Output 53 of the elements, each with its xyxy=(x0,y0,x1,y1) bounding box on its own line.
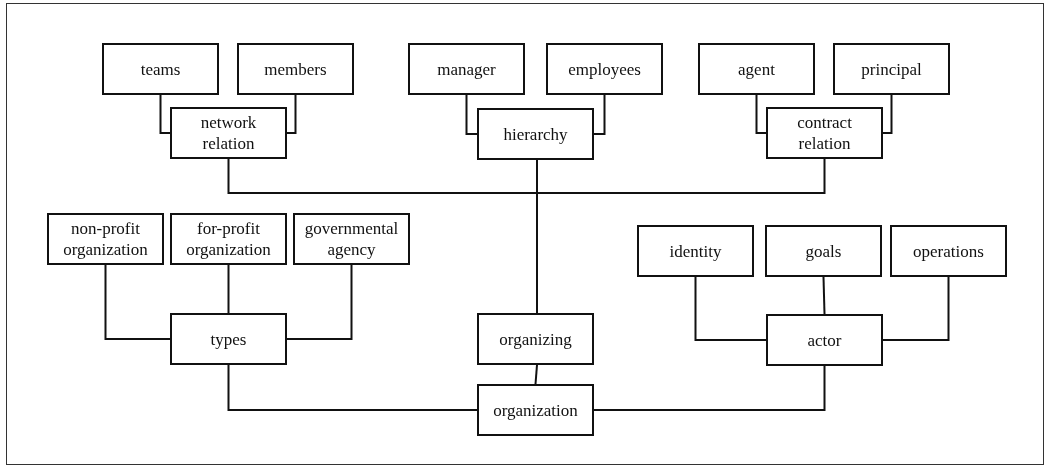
connector-line xyxy=(593,94,606,135)
box-label: principal xyxy=(861,58,922,80)
connector-line xyxy=(534,364,538,385)
box-label: identity xyxy=(669,240,722,262)
box-label: organizing xyxy=(499,328,572,350)
concept-box xyxy=(170,107,287,159)
concept-box xyxy=(477,384,594,436)
box-label: contract relation xyxy=(796,112,853,154)
box-label: non-profit organization xyxy=(62,218,149,260)
concept-box xyxy=(698,43,815,95)
concept-box xyxy=(293,213,410,265)
concept-box xyxy=(766,107,883,159)
box-label: agent xyxy=(738,58,775,80)
concept-box xyxy=(765,225,882,277)
connector-line xyxy=(882,276,950,341)
box-label: operations xyxy=(913,240,984,262)
box-label: teams xyxy=(140,58,181,80)
connector-line xyxy=(286,264,353,340)
concept-box xyxy=(408,43,525,95)
box-label: network relation xyxy=(199,112,258,154)
concept-box xyxy=(170,213,287,265)
connector-line xyxy=(286,94,297,134)
concept-box xyxy=(477,108,594,160)
concept-box xyxy=(833,43,950,95)
concept-box xyxy=(47,213,164,265)
connector-line xyxy=(227,264,230,314)
box-label: members xyxy=(264,58,327,80)
concept-box xyxy=(766,314,883,366)
box-label: goals xyxy=(805,240,842,262)
connector-line xyxy=(104,264,171,340)
box-label: manager xyxy=(437,58,496,80)
concept-box xyxy=(170,313,287,365)
concept-box xyxy=(237,43,354,95)
connector-line xyxy=(822,276,826,315)
box-label: employees xyxy=(568,58,641,80)
box-label: hierarchy xyxy=(503,123,568,145)
box-label: governmental agency xyxy=(303,218,400,260)
concept-box xyxy=(637,225,754,277)
connector-line xyxy=(882,94,893,134)
connector-line xyxy=(465,94,478,135)
box-label: for-profit organization xyxy=(185,218,272,260)
concept-box xyxy=(102,43,219,95)
box-label: organization xyxy=(493,399,578,421)
concept-box xyxy=(546,43,663,95)
connector-line xyxy=(227,364,478,411)
concept-box xyxy=(890,225,1007,277)
box-label: actor xyxy=(807,329,842,351)
connector-line xyxy=(694,276,767,341)
connector-line xyxy=(159,94,171,134)
connector-line xyxy=(755,94,767,134)
box-label: types xyxy=(210,328,247,350)
connector-line xyxy=(593,365,826,411)
concept-box xyxy=(477,313,594,365)
